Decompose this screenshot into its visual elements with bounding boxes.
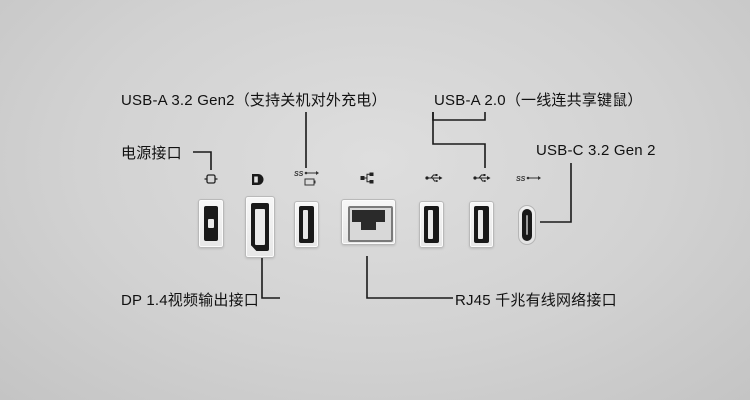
network-icon bbox=[360, 172, 374, 184]
usb-ss-text: SS bbox=[516, 176, 526, 183]
dp-label: DP 1.4视频输出接口 bbox=[121, 292, 259, 309]
usb-a-2-0-port-2 bbox=[469, 201, 494, 248]
displayport-port bbox=[245, 196, 275, 258]
usb-c-label: USB-C 3.2 Gen 2 bbox=[536, 142, 656, 159]
usb-superspeed-battery-icon: SS bbox=[294, 168, 320, 188]
power-leader bbox=[193, 151, 212, 170]
usb-a-20-leader-split bbox=[432, 112, 486, 121]
usb-a-2-0-port-1 bbox=[419, 201, 444, 248]
usb-icon bbox=[473, 173, 491, 183]
displayport-icon bbox=[251, 173, 265, 186]
usb-ss-text: SS bbox=[294, 171, 304, 178]
usb-icon bbox=[425, 173, 443, 183]
usb-c-leader bbox=[540, 163, 572, 223]
dp-leader bbox=[261, 258, 280, 299]
usb-c-port bbox=[518, 205, 536, 245]
power-port bbox=[198, 199, 224, 248]
usb-a-32-label: USB-A 3.2 Gen2（支持关机对外充电） bbox=[121, 92, 387, 109]
usb-a-20-leader bbox=[432, 112, 486, 168]
rj45-label: RJ45 千兆有线网络接口 bbox=[455, 292, 617, 309]
power-label: 电源接口 bbox=[121, 145, 182, 162]
rj45-port bbox=[341, 199, 396, 245]
power-icon bbox=[204, 173, 218, 185]
usb-a-20-label: USB-A 2.0（一线连共享键鼠） bbox=[434, 92, 643, 109]
rj45-leader bbox=[366, 256, 453, 299]
usb-superspeed-icon: SS bbox=[516, 173, 542, 183]
usb-a-3-2-port bbox=[294, 201, 319, 248]
